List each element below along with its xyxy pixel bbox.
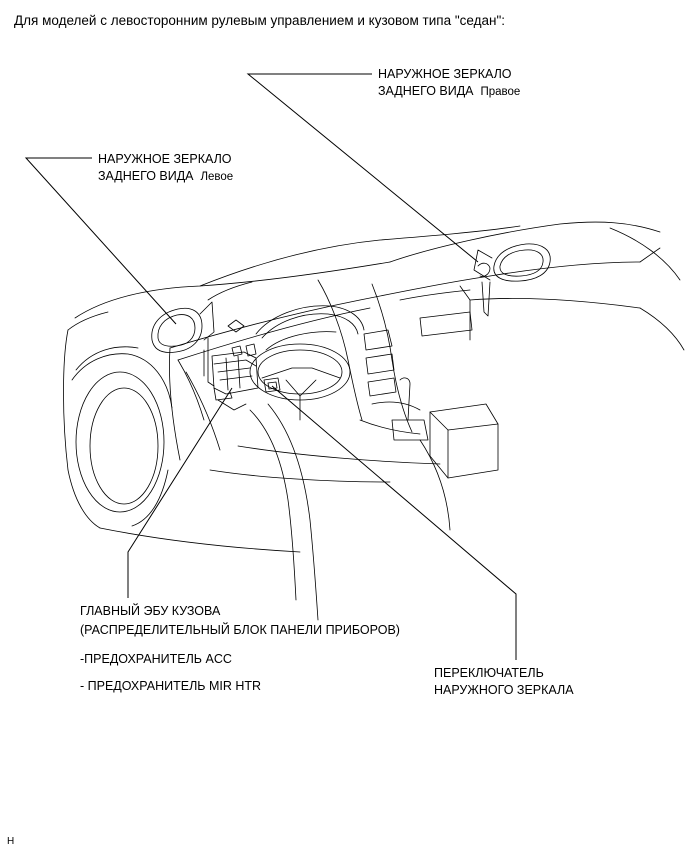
label-fuse-acc: -ПРЕДОХРАНИТЕЛЬ ACC bbox=[80, 652, 232, 666]
steering-wheel bbox=[249, 343, 351, 421]
label-mirror-right-line1: НАРУЖНОЕ ЗЕРКАЛО bbox=[378, 67, 512, 81]
mirror-right-drawing bbox=[473, 243, 551, 317]
label-fuse-mir-htr: - ПРЕДОХРАНИТЕЛЬ MIR HTR bbox=[80, 679, 262, 693]
label-body-ecu-line2: (РАСПРЕДЕЛИТЕЛЬНЫЙ БЛОК ПАНЕЛИ ПРИБОРОВ) bbox=[80, 623, 400, 637]
leader-lines bbox=[24, 73, 517, 660]
front-wheel bbox=[71, 346, 173, 527]
instrument-cluster bbox=[227, 305, 365, 351]
page-title: Для моделей с левосторонним рулевым упра… bbox=[14, 13, 505, 28]
label-mirror-right-side: Правое bbox=[480, 86, 521, 98]
passenger-dash bbox=[399, 285, 473, 341]
mirror-switch-drawing bbox=[263, 377, 281, 393]
label-mirror-left-line1: НАРУЖНОЕ ЗЕРКАЛО bbox=[98, 152, 232, 166]
corner-mark: H bbox=[7, 836, 15, 847]
label-mirror-left-side: Левое bbox=[200, 171, 234, 183]
label-mirror-switch-line2: НАРУЖНОГО ЗЕРКАЛА bbox=[434, 683, 574, 697]
door-frame bbox=[169, 347, 319, 621]
mirror-left-drawing bbox=[151, 301, 215, 387]
label-mirror-switch-line1: ПЕРЕКЛЮЧАТЕЛЬ bbox=[434, 666, 544, 680]
car-body-outline bbox=[63, 221, 685, 553]
center-console bbox=[317, 279, 499, 531]
label-mirror-right-line2: ЗАДНЕГО ВИДА Правое bbox=[378, 84, 521, 98]
label-body-ecu-line1: ГЛАВНЫЙ ЭБУ КУЗОВА bbox=[80, 604, 221, 618]
label-mirror-left-line2: ЗАДНЕГО ВИДА Левое bbox=[98, 169, 234, 183]
body-ecu-junction-block bbox=[211, 343, 259, 411]
